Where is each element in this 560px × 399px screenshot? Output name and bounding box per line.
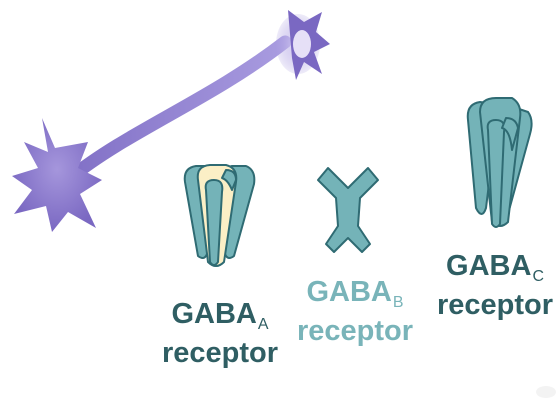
gaba-b-receptor-word: receptor — [285, 317, 425, 346]
gaba-c-receptor-icon — [468, 98, 532, 227]
neuron-soma — [12, 118, 102, 232]
gaba-b-label: GABAB receptor — [285, 278, 425, 346]
gaba-a-receptor-icon — [185, 165, 255, 266]
gaba-b-receptor-icon — [318, 168, 378, 252]
gaba-b-name: GABA — [306, 276, 391, 308]
gaba-c-subscript: C — [532, 268, 544, 285]
gaba-c-name: GABA — [446, 250, 531, 282]
gaba-a-subscript: A — [258, 316, 269, 333]
gaba-c-receptor-word: receptor — [425, 291, 560, 320]
gaba-a-receptor-word: receptor — [150, 339, 290, 368]
axon — [70, 42, 285, 178]
gaba-b-subscript: B — [393, 294, 404, 311]
gaba-a-label: GABAA receptor — [150, 300, 290, 368]
gaba-c-label: GABAC receptor — [425, 252, 560, 320]
neuron — [12, 10, 330, 232]
gaba-a-name: GABA — [171, 298, 256, 330]
